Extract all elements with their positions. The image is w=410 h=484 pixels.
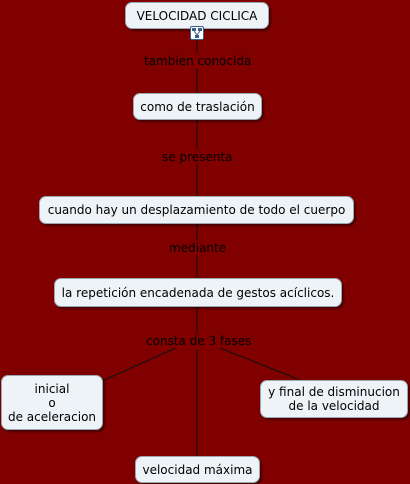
concept-final[interactable]: y final de disminucion de la velocidad — [260, 380, 408, 418]
concept-velocidad-maxima[interactable]: velocidad máxima — [135, 456, 260, 483]
concept-desplazamiento[interactable]: cuando hay un desplazamiento de todo el … — [39, 196, 354, 224]
link-consta-fases: consta de 3 fases — [145, 334, 253, 348]
concept-map-icon[interactable] — [190, 26, 204, 40]
link-tambien-conocida: tambien conocida — [143, 54, 253, 68]
link-mediante: mediante — [168, 241, 228, 255]
connector-fases-to-final — [219, 347, 301, 381]
concept-repeticion[interactable]: la repetición encadenada de gestos acícl… — [54, 278, 342, 307]
concept-inicial[interactable]: inicial o de aceleracion — [1, 375, 103, 430]
link-se-presenta: se presenta — [161, 150, 234, 164]
connector-fases-to-inicial — [101, 347, 177, 382]
concept-velocidad-ciclica[interactable]: VELOCIDAD CICLICA — [125, 2, 269, 29]
concept-como-traslacion[interactable]: como de traslación — [133, 93, 262, 120]
